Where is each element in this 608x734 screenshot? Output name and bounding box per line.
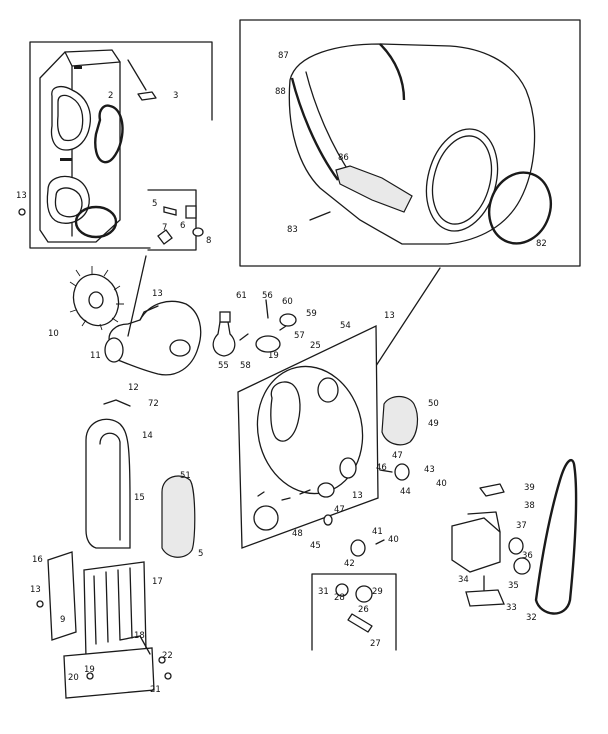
light-bulb (212, 311, 236, 357)
callout-label: 54 (340, 321, 351, 331)
callout-label: 21 (150, 685, 161, 695)
callout-label: 8 (206, 236, 211, 246)
callout-label: 47 (392, 451, 403, 461)
lint-duct (85, 418, 131, 549)
lint-filter (161, 475, 196, 558)
front-panel (39, 49, 121, 243)
callout-label: 47 (334, 505, 345, 515)
callout-label: 33 (506, 603, 517, 613)
callout-label: 88 (275, 87, 286, 97)
callout-label: 51 (180, 471, 191, 481)
callout-label: 11 (90, 351, 101, 361)
door-seal-ring (94, 104, 124, 164)
screw-13-a (18, 208, 26, 216)
callout-label: 19 (84, 665, 95, 675)
callout-label: 44 (400, 487, 411, 497)
callout-label: 46 (376, 463, 387, 473)
callout-label: 42 (344, 559, 355, 569)
callout-label: 28 (334, 593, 345, 603)
callout-label: 83 (287, 225, 298, 235)
callout-label: 10 (48, 329, 59, 339)
callout-label: 34 (458, 575, 469, 585)
drive-belt (534, 459, 578, 615)
callout-label: 13 (352, 491, 363, 501)
callout-label: 36 (522, 551, 533, 561)
callout-label: 48 (292, 529, 303, 539)
callout-label: 58 (240, 361, 251, 371)
callout-label: 40 (388, 535, 399, 545)
callout-label: 5 (152, 199, 157, 209)
callout-label: 56 (262, 291, 273, 301)
callout-label: 32 (526, 613, 537, 623)
thermal-fuse (239, 299, 297, 353)
callout-label: 3 (173, 91, 178, 101)
callout-label: 39 (524, 483, 535, 493)
callout-label: 49 (428, 419, 439, 429)
callout-label: 55 (218, 361, 229, 371)
heating-element-assembly (63, 561, 155, 699)
drum-support-rollers (323, 463, 410, 557)
callout-label: 13 (30, 585, 41, 595)
callout-label: 7 (162, 223, 167, 233)
motor (451, 511, 531, 607)
blower-housing (104, 255, 202, 376)
callout-label: 57 (294, 331, 305, 341)
callout-label: 13 (152, 289, 163, 299)
callout-label: 82 (536, 239, 547, 249)
drum-callout-box (239, 19, 581, 373)
callout-label: 26 (358, 605, 369, 615)
callout-label: 15 (134, 493, 145, 503)
callout-label: 45 (310, 541, 321, 551)
callout-label: 86 (338, 153, 349, 163)
exhaust-screen (381, 395, 419, 446)
callout-label: 60 (282, 297, 293, 307)
callout-label: 20 (68, 673, 79, 683)
callout-label: 27 (370, 639, 381, 649)
heater-shield (47, 551, 77, 641)
idler-assembly-box (311, 573, 397, 651)
rear-bulkhead (237, 324, 379, 549)
callout-label: 13 (384, 311, 395, 321)
drum-rear-seal (488, 171, 552, 245)
callout-label: 14 (142, 431, 153, 441)
small-hardware-group (147, 189, 204, 251)
callout-label: 13 (16, 191, 27, 201)
callout-label: 12 (128, 383, 139, 393)
callout-label: 25 (310, 341, 321, 351)
callout-label: 22 (162, 651, 173, 661)
callout-label: 16 (32, 555, 43, 565)
callout-label: 2 (108, 91, 113, 101)
callout-label: 37 (516, 521, 527, 531)
callout-label: 6 (180, 221, 185, 231)
callout-label: 17 (152, 577, 163, 587)
callout-label: 41 (372, 527, 383, 537)
callout-labels: 87 88 86 83 82 3 2 13 5 6 7 8 10 11 13 6… (16, 51, 547, 695)
callout-label: 9 (60, 615, 65, 625)
callout-label: 40 (436, 479, 447, 489)
callout-label: 61 (236, 291, 247, 301)
callout-label: 38 (524, 501, 535, 511)
callout-label: 72 (148, 399, 159, 409)
lower-seal-ring (74, 205, 118, 239)
callout-label: 59 (306, 309, 317, 319)
callout-label: 35 (508, 581, 519, 591)
drum (288, 43, 536, 245)
drum-screw (309, 211, 331, 221)
callout-label: 5 (198, 549, 203, 559)
callout-label: 19 (268, 351, 279, 361)
callout-label: 50 (428, 399, 439, 409)
motor-clip (479, 483, 505, 497)
terminal-screws (36, 600, 172, 680)
blower-wheel (69, 266, 124, 331)
front-panel-callout-box (29, 41, 213, 249)
callout-label: 29 (372, 587, 383, 597)
duct-bracket (103, 399, 131, 407)
callout-label: 43 (424, 465, 435, 475)
callout-label: 18 (134, 631, 145, 641)
panel-clip (127, 59, 157, 101)
callout-label: 87 (278, 51, 289, 61)
callout-label: 31 (318, 587, 329, 597)
